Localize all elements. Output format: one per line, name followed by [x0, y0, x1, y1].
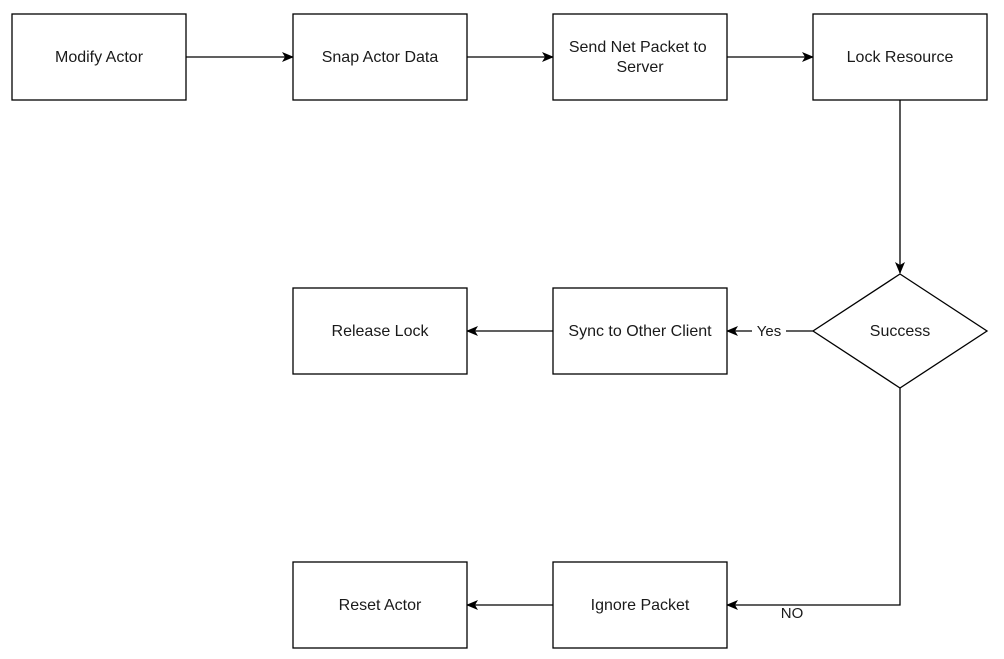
node-lock-resource[interactable]: Lock Resource — [812, 13, 988, 101]
node-send-net-packet-line-1: Send Net Packet to — [569, 39, 707, 56]
node-send-net-packet-line-2: Server — [616, 59, 664, 76]
node-modify-actor[interactable]: Modify Actor — [11, 13, 187, 101]
node-release-lock-label: Release Lock — [332, 323, 430, 340]
node-snap-actor-data-label: Snap Actor Data — [322, 49, 439, 66]
node-modify-actor-label: Modify Actor — [55, 49, 144, 66]
node-success-label: Success — [870, 323, 930, 340]
yes-edge-label: Yes — [757, 323, 781, 340]
node-ignore-packet-label: Ignore Packet — [591, 597, 690, 614]
node-snap-actor-data[interactable]: Snap Actor Data — [292, 13, 468, 101]
node-lock-resource-label: Lock Resource — [847, 49, 954, 66]
edge-success-to-ignore — [726, 388, 901, 610]
node-send-net-packet[interactable]: Send Net Packet to Server — [552, 13, 728, 101]
no-edge-label: NO — [781, 605, 804, 622]
node-sync-other-client[interactable]: Sync to Other Client — [552, 287, 728, 375]
node-ignore-packet[interactable]: Ignore Packet — [552, 561, 728, 649]
node-release-lock[interactable]: Release Lock — [292, 287, 468, 375]
node-send-net-packet-label: Send Net Packet to Server — [569, 39, 711, 76]
node-reset-actor-label: Reset Actor — [339, 597, 422, 614]
node-sync-other-client-label: Sync to Other Client — [568, 323, 712, 340]
node-success-decision[interactable]: Success — [811, 273, 989, 389]
node-reset-actor[interactable]: Reset Actor — [292, 561, 468, 649]
